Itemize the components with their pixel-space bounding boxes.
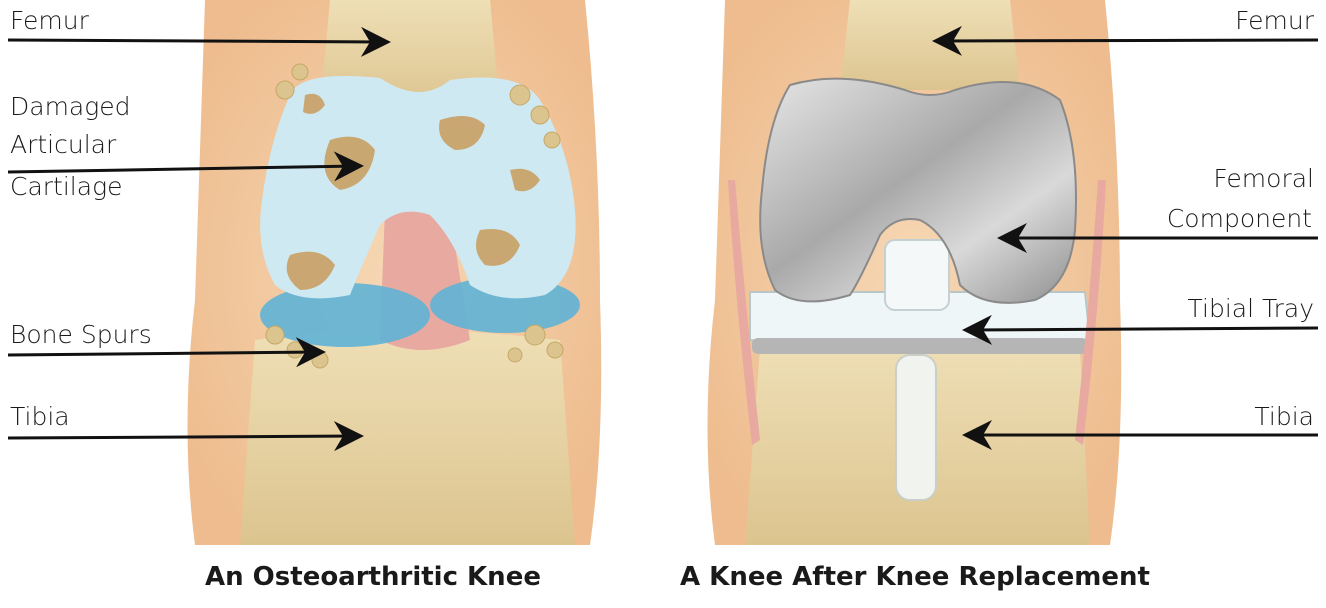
label-bone-spurs: Bone Spurs (10, 318, 152, 352)
caption-osteoarthritic-knee: An Osteoarthritic Knee (205, 562, 541, 592)
label-cartilage-line1: Damaged (10, 90, 131, 124)
label-cartilage-line2: Articular (10, 128, 116, 162)
tibial-tray-metal (752, 338, 1088, 354)
label-tibial-tray: Tibial Tray (1188, 292, 1314, 326)
caption-knee-replacement: A Knee After Knee Replacement (680, 562, 1150, 592)
label-femur-left: Femur (10, 4, 89, 38)
label-femoral-line2: Component (1167, 202, 1312, 236)
tibial-post (885, 240, 949, 310)
replacement-knee-illustration (708, 0, 1122, 545)
label-tibia-left: Tibia (10, 400, 70, 434)
osteoarthritic-knee-illustration (188, 0, 602, 545)
label-tibia-right: Tibia (1254, 400, 1314, 434)
label-femur-right: Femur (1235, 4, 1314, 38)
tibial-stem (896, 355, 936, 500)
label-femoral-line1: Femoral (1213, 162, 1314, 196)
arrow-femur-right (938, 40, 1318, 41)
arrow-femur-left (8, 40, 385, 42)
right-femur-shaft (840, 0, 1020, 90)
arrow-tibial-tray (968, 328, 1318, 330)
arrow-tibia-left (8, 436, 358, 438)
label-cartilage-line3: Cartilage (10, 170, 122, 204)
